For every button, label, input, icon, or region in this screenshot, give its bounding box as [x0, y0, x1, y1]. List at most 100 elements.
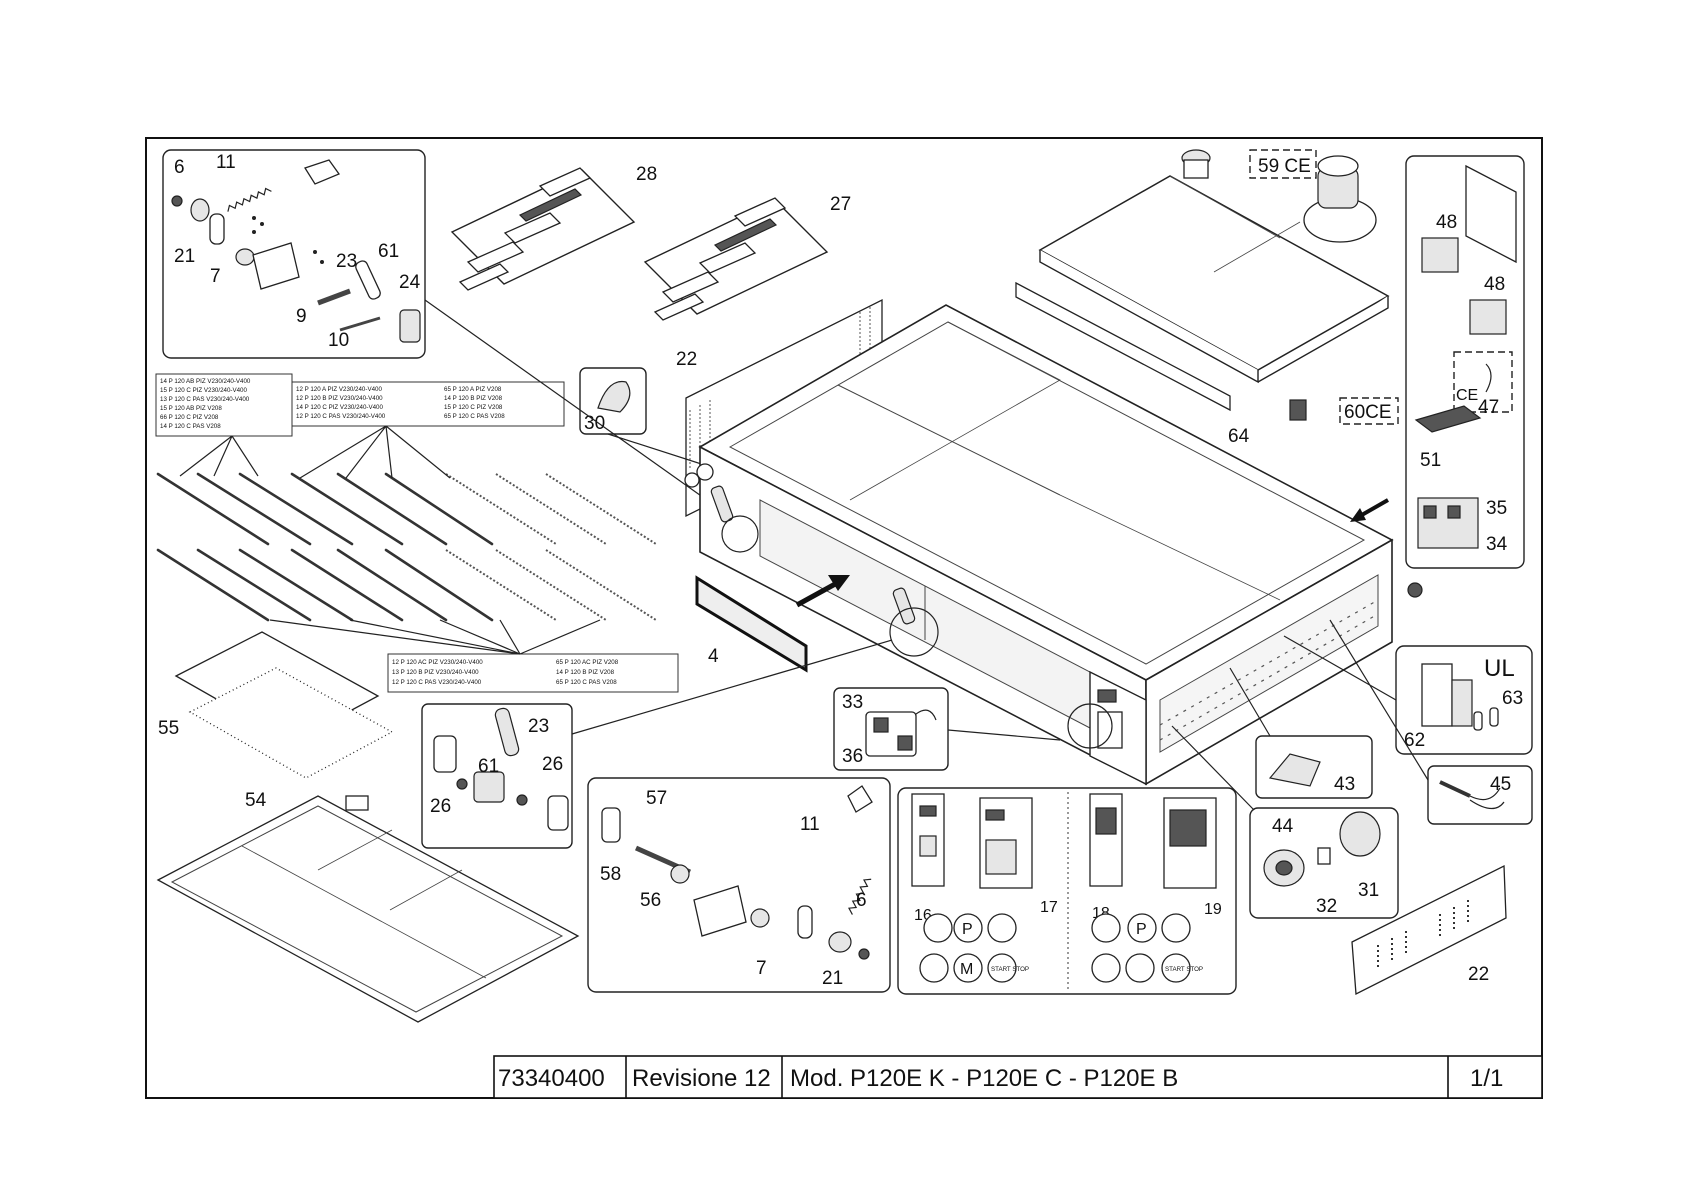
svg-text:15 P 120 AB PIZ V208: 15 P 120 AB PIZ V208 [160, 405, 222, 412]
label-32: 32 [1316, 896, 1337, 917]
label-21-b: 21 [822, 968, 843, 989]
label-44: 44 [1272, 816, 1294, 837]
oven-lamp-30: 30 [579, 367, 647, 435]
label-31: 31 [1358, 880, 1379, 901]
electrical-components-box: CE 47 48 48 51 35 34 [1405, 155, 1525, 569]
label-60ce: 60CE [1344, 402, 1392, 423]
chamber-floor [156, 795, 580, 1023]
sheet-number: 1/1 [1470, 1065, 1503, 1092]
label-45: 45 [1490, 774, 1511, 795]
label-64: 64 [1228, 426, 1250, 447]
door-glass-kit-27: 27 [643, 194, 851, 321]
label-22-top: 22 [676, 349, 697, 370]
svg-text:12 P 120 A PIZ V230/240-V400: 12 P 120 A PIZ V230/240-V400 [296, 386, 382, 393]
oven-body [684, 304, 1394, 786]
switch-60: 60CE [1289, 397, 1399, 425]
label-19: 19 [1204, 901, 1222, 918]
ul-components-box: UL 63 62 [1395, 645, 1533, 755]
label-9: 9 [296, 306, 307, 327]
detail-handle-assembly: 23 61 26 26 [421, 703, 573, 849]
svg-text:12 P 120 AC PIZ V230/240-V400: 12 P 120 AC PIZ V230/240-V400 [392, 659, 483, 666]
label-57: 57 [646, 788, 667, 809]
label-4: 4 [708, 646, 719, 667]
svg-text:14 P 120 B PIZ V208: 14 P 120 B PIZ V208 [556, 669, 615, 676]
door-glass-kit-28: 28 [450, 164, 657, 291]
control-switch-box: 33 36 [833, 687, 949, 771]
label-26-right: 26 [542, 754, 563, 775]
label-7: 7 [210, 266, 221, 287]
label-6: 6 [174, 157, 185, 178]
baking-stones: 55 54 [158, 631, 394, 811]
label-17: 17 [1040, 899, 1058, 916]
model-name: Mod. P120E K - P120E C - P120E B [790, 1065, 1178, 1092]
svg-text:12 P 120 B PIZ V230/240-V400: 12 P 120 B PIZ V230/240-V400 [296, 395, 383, 402]
label-51: 51 [1420, 450, 1441, 471]
detail-hinge-assembly-top: 6 11 21 7 9 10 23 61 24 [162, 149, 426, 359]
label-26-left: 26 [430, 796, 451, 817]
fastener [1407, 582, 1423, 598]
part-45-box: 45 [1427, 765, 1533, 825]
label-22-bottom: 22 [1468, 964, 1489, 985]
svg-text:P: P [1136, 921, 1147, 938]
label-61: 61 [378, 241, 399, 262]
label-30: 30 [584, 413, 605, 434]
svg-text:15 P 120 C PIZ V208: 15 P 120 C PIZ V208 [444, 404, 503, 411]
label-23-b: 23 [528, 716, 549, 737]
svg-text:65 P 120 C PAS V208: 65 P 120 C PAS V208 [556, 679, 617, 686]
label-27: 27 [830, 194, 851, 215]
label-62: 62 [1404, 730, 1425, 751]
label-28: 28 [636, 164, 657, 185]
part-43-box: 43 [1255, 735, 1373, 799]
svg-text:14 P 120 C PIZ V230/240-V400: 14 P 120 C PIZ V230/240-V400 [296, 404, 383, 411]
label-11-b: 11 [800, 814, 820, 835]
svg-text:65 P 120 C PAS V208: 65 P 120 C PAS V208 [444, 413, 505, 420]
door-glass-4: 4 [695, 575, 808, 673]
svg-text:START STOP: START STOP [1165, 966, 1203, 973]
drawing-code: 73340400 [498, 1065, 605, 1092]
svg-text:66 P 120 C PIZ V208: 66 P 120 C PIZ V208 [160, 414, 219, 421]
label-55: 55 [158, 718, 179, 739]
label-47-ce: CE [1456, 387, 1478, 404]
label-10: 10 [328, 330, 349, 351]
label-63: 63 [1502, 688, 1523, 709]
label-36: 36 [842, 746, 863, 767]
label-21: 21 [174, 246, 195, 267]
resistor-table-left: 14 P 120 AB PIZ V230/240-V400 15 P 120 C… [155, 373, 293, 437]
label-59ce: 59 CE [1258, 156, 1311, 177]
svg-text:12 P 120 C PAS V230/240-V400: 12 P 120 C PAS V230/240-V400 [296, 413, 386, 420]
resistor-table-middle: 12 P 120 A PIZ V230/240-V400 12 P 120 B … [291, 381, 565, 427]
label-58: 58 [600, 864, 621, 885]
svg-text:START STOP: START STOP [991, 966, 1029, 973]
detail-hinge-assembly-bottom: 57 58 56 11 6 7 21 [587, 777, 891, 993]
svg-text:P: P [962, 921, 973, 938]
side-panel-22-bottom: 22 [1351, 864, 1507, 996]
svg-text:12 P 120 C PAS V230/240-V400: 12 P 120 C PAS V230/240-V400 [392, 679, 482, 686]
svg-text:65 P 120 A PIZ V208: 65 P 120 A PIZ V208 [444, 386, 502, 393]
svg-text:14 P 120 AB PIZ V230/240-V400: 14 P 120 AB PIZ V230/240-V400 [160, 378, 251, 385]
top-cover: 64 [1015, 149, 1390, 447]
label-ul: UL [1484, 655, 1515, 682]
svg-text:13 P 120 C PAS V230/240-V400: 13 P 120 C PAS V230/240-V400 [160, 396, 250, 403]
svg-text:14 P 120 C PAS V208: 14 P 120 C PAS V208 [160, 423, 221, 430]
label-48b: 48 [1484, 274, 1505, 295]
label-48a: 48 [1436, 212, 1457, 233]
label-6-b: 6 [856, 890, 867, 911]
label-7-b: 7 [756, 958, 767, 979]
label-24: 24 [399, 272, 421, 293]
label-11: 11 [216, 152, 236, 173]
label-43: 43 [1334, 774, 1355, 795]
title-block: 73340400 Revisione 12 Mod. P120E K - P12… [493, 1055, 1543, 1099]
label-35: 35 [1486, 498, 1507, 519]
svg-text:15 P 120 C PIZ V230/240-V400: 15 P 120 C PIZ V230/240-V400 [160, 387, 247, 394]
label-23: 23 [336, 251, 357, 272]
resistor-table-bottom: 12 P 120 AC PIZ V230/240-V400 13 P 120 B… [387, 653, 679, 693]
label-34: 34 [1486, 534, 1508, 555]
label-33: 33 [842, 692, 863, 713]
svg-text:65 P 120 AC PIZ V208: 65 P 120 AC PIZ V208 [556, 659, 619, 666]
control-panels-box: 16 17 18 19 P P M START STOP START STOP [897, 787, 1237, 995]
label-47: 47 [1478, 397, 1499, 418]
label-54: 54 [245, 790, 267, 811]
exhaust-fan-59: 59 CE [1249, 149, 1377, 243]
heating-elements [156, 299, 729, 655]
